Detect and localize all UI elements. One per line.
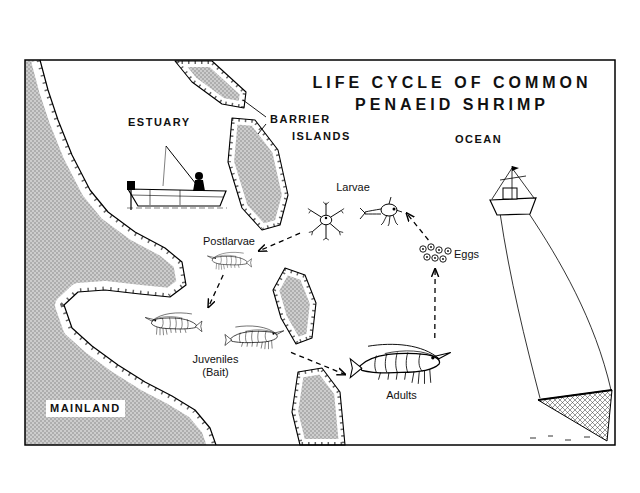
barrier-island	[228, 118, 288, 230]
stage-label: Adults	[386, 389, 417, 402]
boat-hull	[128, 189, 226, 206]
creature-figure	[145, 313, 202, 335]
shore-marks	[292, 368, 345, 445]
life-stage: Postlarvae	[200, 232, 258, 275]
coastline	[40, 60, 216, 445]
diagram-title: LIFE CYCLE OF COMMON PENAEID SHRIMP	[292, 72, 612, 116]
shore-marks	[40, 60, 216, 445]
trawl-warp	[528, 212, 611, 390]
trawler-hull	[490, 198, 536, 215]
life-stage: Eggs	[415, 240, 482, 268]
shore-band	[273, 268, 316, 344]
life-stage: Larvae	[300, 178, 406, 247]
life-stage: Adults	[346, 338, 457, 405]
sea-floor	[530, 436, 590, 440]
barrier-island	[273, 268, 316, 344]
creature-picture	[143, 311, 288, 351]
island-fill	[175, 61, 246, 108]
stage-label: Larvae	[336, 181, 370, 194]
creature-figure	[145, 313, 202, 335]
island-outline	[228, 118, 288, 230]
fisherman	[195, 172, 203, 180]
island-fill	[292, 368, 345, 445]
life-cycle-arrow	[208, 275, 223, 308]
region-label: ISLANDS	[292, 130, 351, 143]
leader-line	[258, 124, 266, 134]
net-mouth	[538, 390, 612, 400]
creature-figure	[225, 326, 284, 349]
barrier-island	[292, 368, 345, 445]
fishing-line	[163, 146, 166, 186]
island-outline	[273, 268, 316, 344]
creature-figure	[308, 202, 344, 240]
creature-figure	[350, 344, 450, 384]
region-label: ESTUARY	[128, 116, 191, 129]
island-outline	[292, 368, 345, 445]
creature-figure	[420, 244, 451, 262]
map-frame	[25, 60, 615, 445]
creature-figure	[420, 244, 451, 262]
trawl-warp	[500, 213, 540, 398]
shore-band	[40, 60, 216, 445]
shore-marks	[273, 268, 316, 344]
creature-figure	[207, 252, 251, 269]
trawler-flag	[512, 166, 519, 171]
fisherman	[193, 180, 205, 191]
shore-marks	[175, 61, 246, 108]
creature-figure	[308, 202, 344, 240]
creature-figure	[207, 252, 251, 269]
trawler-cabin	[503, 188, 517, 199]
region-label: MAINLAND	[46, 400, 125, 417]
island-outline	[175, 61, 246, 108]
stage-label: Eggs	[454, 248, 479, 261]
leader-line	[243, 100, 266, 134]
creature-picture	[349, 341, 454, 387]
stage-label: Juveniles (Bait)	[185, 353, 247, 379]
life-cycle-arrow	[434, 268, 436, 338]
outboard-motor	[127, 181, 135, 190]
creature-picture	[206, 250, 252, 272]
trawler-rigging	[492, 166, 534, 199]
region-label: OCEAN	[455, 133, 502, 146]
shore-band	[175, 61, 246, 108]
stage-label: Postlarvae	[203, 235, 255, 248]
mainland	[25, 60, 216, 445]
shore-band	[292, 368, 345, 445]
shore-marks	[228, 118, 288, 230]
island-fill	[273, 268, 316, 344]
region-label: BARRIER	[270, 113, 331, 126]
boat-detail	[131, 190, 223, 205]
creature-figure	[360, 197, 402, 226]
creature-figure	[360, 197, 402, 226]
shore-band	[228, 118, 288, 230]
creature-figure	[350, 344, 450, 384]
leader-line	[243, 100, 266, 117]
creature-picture	[303, 196, 403, 244]
life-cycle-arrow	[406, 213, 428, 241]
trawl-net	[538, 390, 612, 441]
land-fill	[25, 60, 216, 445]
trawler	[490, 166, 612, 441]
creature-picture	[418, 243, 452, 265]
island-fill	[228, 118, 288, 230]
outboard-motor	[130, 190, 131, 210]
creature-figure	[225, 326, 284, 349]
fishing-rod	[166, 146, 196, 184]
fisherman	[196, 183, 197, 184]
life-stage: Juveniles (Bait)	[140, 308, 291, 382]
water-line	[127, 208, 227, 209]
life-cycle-arrow	[291, 352, 346, 374]
life-cycle-arrow	[258, 233, 300, 251]
barrier-island	[175, 61, 246, 108]
fishing-boat	[127, 146, 227, 210]
